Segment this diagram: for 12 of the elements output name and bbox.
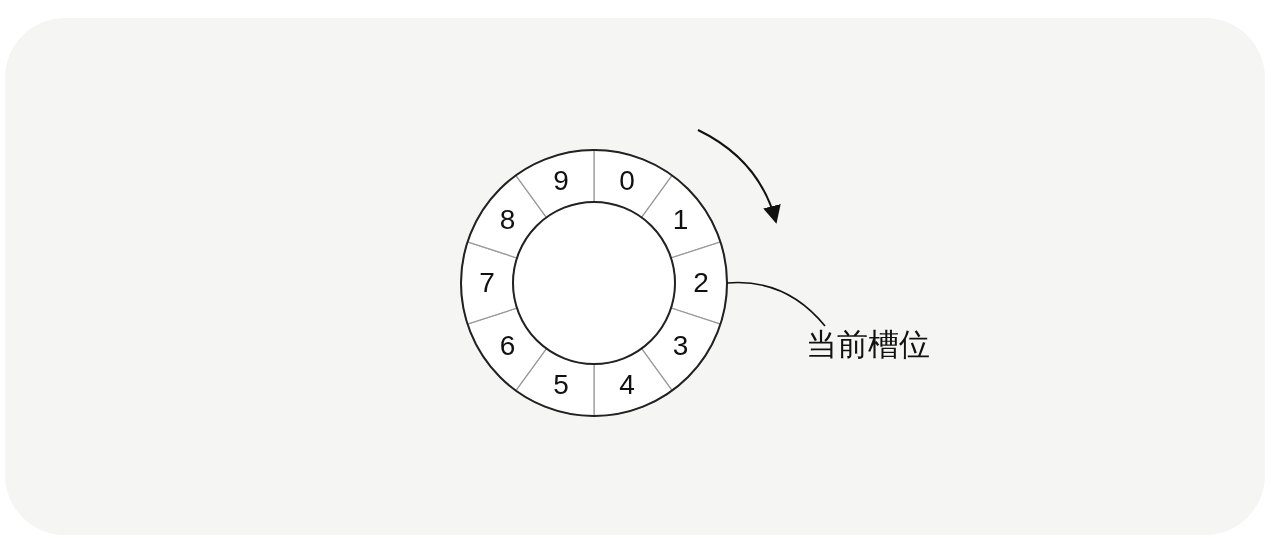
slot-number: 1: [672, 205, 689, 236]
slot-number: 9: [553, 166, 569, 197]
slot-number: 0: [619, 166, 635, 197]
leader-line: [726, 281, 826, 327]
slot-number: 6: [499, 330, 516, 361]
slot-number: 3: [672, 330, 689, 361]
slot-number: 8: [499, 205, 516, 236]
slot-number: 5: [553, 369, 569, 400]
slot-number: 7: [479, 268, 495, 298]
callout-label: 当前槽位: [806, 326, 930, 362]
slot-number: 2: [693, 268, 709, 298]
slot-number: 4: [619, 369, 635, 400]
